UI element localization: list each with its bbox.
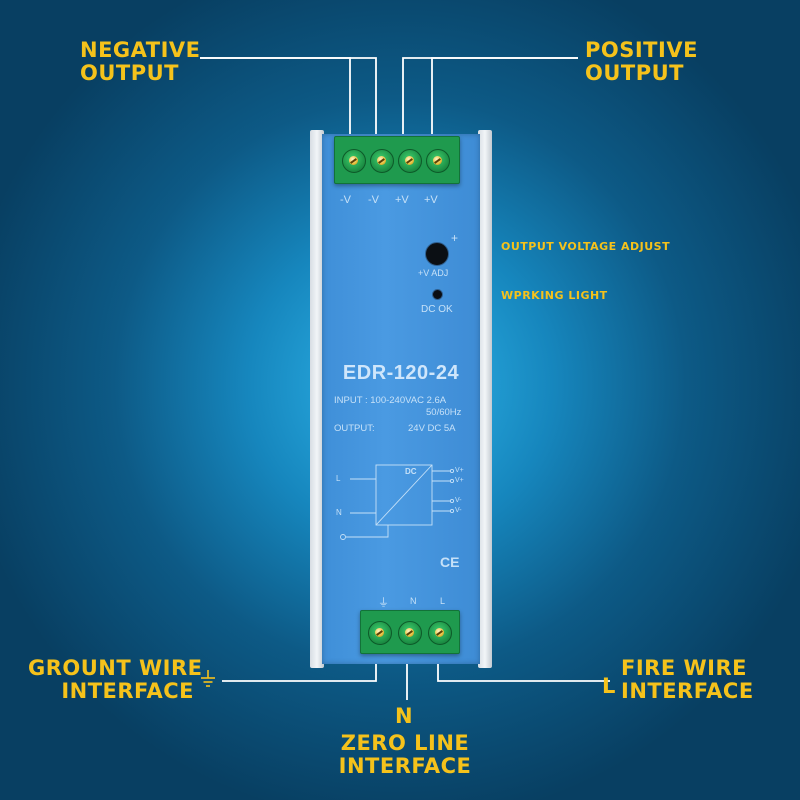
negative-output-line2-text: OUTPUT <box>80 61 179 85</box>
schematic-out-2: V+ <box>455 477 464 484</box>
schematic-out-3: V- <box>455 497 462 504</box>
screw-icon <box>377 156 386 165</box>
positive-output-label: POSITIVE OUTPUT <box>585 40 698 84</box>
schematic-input-l: L <box>336 474 341 483</box>
terminal-neg-1[interactable] <box>342 149 366 173</box>
zero-line-line2-text: INTERFACE <box>338 754 472 778</box>
ce-mark: CE <box>440 554 460 570</box>
negative-output-line-2 <box>200 57 377 168</box>
negative-output-label: NEGATIVE OUTPUT <box>80 40 201 84</box>
input-frequency: 50/60Hz <box>426 407 462 418</box>
adj-label: +V ADJ <box>418 268 449 278</box>
fire-wire-line1-text: FIRE WIRE <box>621 656 747 680</box>
adj-plus-sign: + <box>451 231 459 245</box>
terminal-pos-2[interactable] <box>426 149 450 173</box>
terminal-live[interactable] <box>428 621 452 645</box>
voltage-adjust-knob[interactable] <box>425 242 449 266</box>
positive-output-line-2 <box>431 57 578 168</box>
output-label: OUTPUT: <box>334 423 375 434</box>
model-name: EDR-120-24 <box>342 362 460 384</box>
ground-wire-line1-text: GROUNT WIRE <box>28 656 203 680</box>
output-rating: 24V DC 5A <box>408 423 456 434</box>
screw-icon <box>405 628 414 637</box>
ground-wire-line2-text: INTERFACE <box>61 679 194 703</box>
dc-ok-led <box>432 289 443 300</box>
block-diagram-schematic <box>340 464 455 540</box>
schematic-out-4: V- <box>455 507 462 514</box>
bottom-terminal-label-ground: ⏚ <box>378 597 389 609</box>
output-voltage-adjust-label: OUTPUT VOLTAGE ADJUST <box>501 240 671 253</box>
schematic-input-n: N <box>336 508 342 517</box>
top-terminal-label-2: -V <box>368 194 379 206</box>
screw-icon <box>375 628 384 637</box>
output-terminal-block <box>334 136 460 184</box>
positive-output-line2-text: OUTPUT <box>585 61 684 85</box>
fire-wire-line2-text: INTERFACE <box>621 679 754 703</box>
terminal-neg-2[interactable] <box>370 149 394 173</box>
zero-line-letter: N <box>395 704 414 728</box>
device-front-panel: -V -V +V +V + +V ADJ DC OK EDR-120-24 IN… <box>322 134 480 664</box>
dc-ok-label: DC OK <box>421 304 453 315</box>
zero-line-line1-text: ZERO LINE <box>340 731 470 755</box>
ground-symbol-icon <box>201 670 215 687</box>
positive-output-line1-text: POSITIVE <box>585 38 698 62</box>
input-rating: INPUT : 100-240VAC 2.6A <box>334 395 447 406</box>
terminal-neutral[interactable] <box>398 621 422 645</box>
negative-output-line1-text: NEGATIVE <box>80 38 201 62</box>
bottom-terminal-label-n: N <box>410 596 417 606</box>
bottom-terminal-label-l: L <box>440 596 446 606</box>
ground-wire-label: GROUNT WIRE INTERFACE <box>28 656 203 703</box>
screw-icon <box>349 156 358 165</box>
fire-wire-letter: L <box>602 674 616 698</box>
din-rail-right <box>478 130 492 668</box>
schematic-dc-label: DC <box>405 467 417 476</box>
screw-icon <box>433 156 442 165</box>
screw-icon <box>435 628 444 637</box>
zero-line-label: ZERO LINE INTERFACE <box>330 733 480 777</box>
screw-icon <box>405 156 414 165</box>
top-terminal-label-4: +V <box>424 194 438 206</box>
fire-wire-label: FIRE WIRE INTERFACE <box>621 658 754 702</box>
working-light-label: WPRKING LIGHT <box>501 289 608 302</box>
top-terminal-label-1: -V <box>340 194 351 206</box>
din-rail-left <box>310 130 324 668</box>
schematic-out-1: V+ <box>455 467 464 474</box>
power-supply-unit: -V -V +V +V + +V ADJ DC OK EDR-120-24 IN… <box>310 130 492 668</box>
terminal-pos-1[interactable] <box>398 149 422 173</box>
terminal-ground[interactable] <box>368 621 392 645</box>
input-terminal-block <box>360 610 460 654</box>
top-terminal-label-3: +V <box>395 194 409 206</box>
